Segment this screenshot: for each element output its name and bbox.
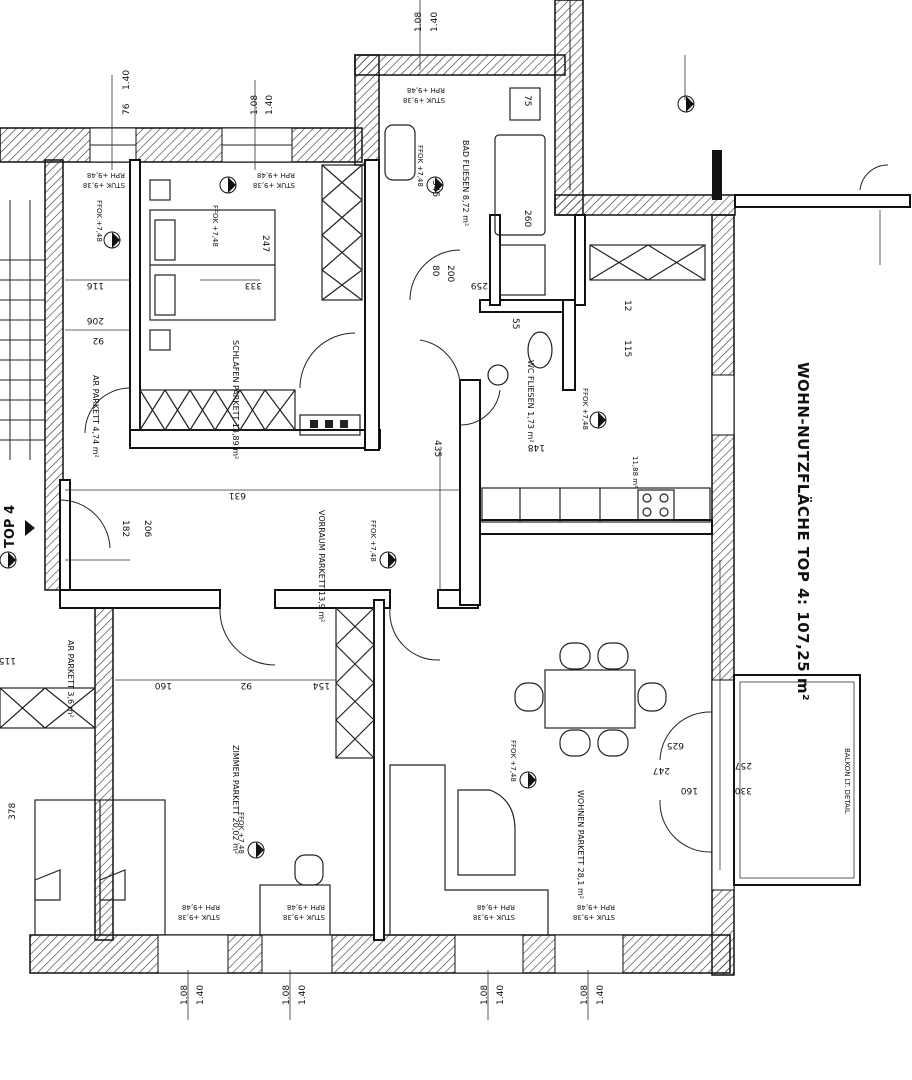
room-kueche-area: 11,88 m²: [631, 456, 639, 488]
dim-label: 345: [430, 180, 440, 198]
room-bad: BAD FLIESEN 8,72 m²: [461, 140, 470, 227]
interior-walls: [59, 159, 713, 941]
dim-label: 1.08: [180, 984, 190, 1005]
room-wc: WC FLIESEN 1,73 m²: [526, 360, 535, 443]
dimension-lines: [65, 0, 881, 1020]
room-ar-1: AR PARKETT 4,74 m²: [91, 375, 100, 458]
dim-label: 160: [680, 785, 698, 795]
dim-label: 378: [8, 802, 18, 820]
fok-label: FFOK +7,48: [211, 205, 219, 247]
total-area-label: WOHN-NUTZFLÄCHE TOP 4: 107,25 m²: [794, 362, 812, 702]
dim-label: 80: [430, 265, 440, 277]
dim-label: 435: [432, 440, 442, 458]
dim-label: 148: [527, 442, 545, 452]
dim-label: 182: [120, 520, 130, 538]
dim-label: 247: [260, 235, 270, 253]
windows: [89, 127, 735, 974]
fok-label: FFOK +7,48: [509, 740, 517, 782]
dim-label: 1.40: [430, 11, 440, 32]
dim-label: 154: [312, 680, 330, 690]
fok-label: FFOK +7,48: [237, 812, 245, 854]
outside-terrace: [569, 0, 911, 208]
dim-label: 333: [244, 280, 262, 290]
dim-label: 200: [445, 265, 455, 283]
balcony: [733, 674, 861, 886]
dim-label: 1.08: [282, 984, 292, 1005]
bathroom-fixtures: [384, 87, 553, 386]
dim-label: 1.40: [122, 69, 132, 90]
wardrobes: [0, 164, 706, 759]
outer-walls: [0, 0, 736, 976]
kitchen: [481, 487, 711, 523]
fok-label: FFOK +7,48: [95, 200, 103, 242]
room-vorraum: VORRAUM PARKETT 13,9 m²: [317, 510, 326, 623]
dim-label: 115: [0, 655, 16, 665]
top-label: TOP 4: [3, 504, 18, 548]
door-swings: [59, 164, 889, 853]
living-furniture: [389, 642, 667, 936]
dim-label: 116: [86, 280, 104, 290]
dim-label: 631: [228, 490, 246, 500]
dim-label: 259: [470, 280, 488, 290]
dim-label: 247: [652, 765, 670, 775]
dim-label: 12: [622, 300, 632, 312]
dim-label: 92: [240, 680, 252, 690]
fok-label: FFOK +7,48: [369, 520, 377, 562]
dim-label: 1.40: [496, 984, 506, 1005]
room-wohnen: WOHNEN PARKETT 28,1 m²: [576, 790, 585, 899]
room-ar-2: AR PARKETT 3,6 m²: [66, 640, 75, 718]
dim-label: 257: [734, 760, 752, 770]
dim-label: 92: [92, 335, 104, 345]
dim-label: 1.08: [480, 984, 490, 1005]
dim-label: 260: [522, 210, 532, 228]
dim-label: 1.40: [196, 984, 206, 1005]
fok-label: FFOK +7,48: [581, 388, 589, 430]
bedroom-bed: [149, 179, 276, 351]
dim-label: 76: [122, 103, 132, 115]
stairwell: [0, 200, 45, 460]
dim-label: 1.08: [250, 94, 260, 115]
room-schlafen: SCHLAFEN PARKETT 13,89 m²: [231, 340, 240, 460]
zimmer-bed: [34, 799, 331, 936]
dim-label: 206: [86, 315, 104, 325]
height-markers: [0, 95, 695, 859]
dim-label: 115: [622, 340, 632, 358]
dim-label: 1.40: [298, 984, 308, 1005]
dim-label: 160: [154, 680, 172, 690]
dim-label: 206: [142, 520, 152, 538]
balcony-label: BALKON LT. DETAIL: [843, 748, 851, 814]
fok-label: FFOK +7,48: [416, 145, 424, 187]
dim-label: 1.08: [414, 11, 424, 32]
dim-label: 330: [734, 785, 752, 795]
dim-label: 1.40: [265, 94, 275, 115]
dim-label: 625: [666, 740, 684, 750]
dim-label: 1.08: [580, 984, 590, 1005]
dim-label: 55: [510, 318, 520, 330]
dim-label: 75: [522, 95, 532, 107]
dim-label: 1.40: [596, 984, 606, 1005]
